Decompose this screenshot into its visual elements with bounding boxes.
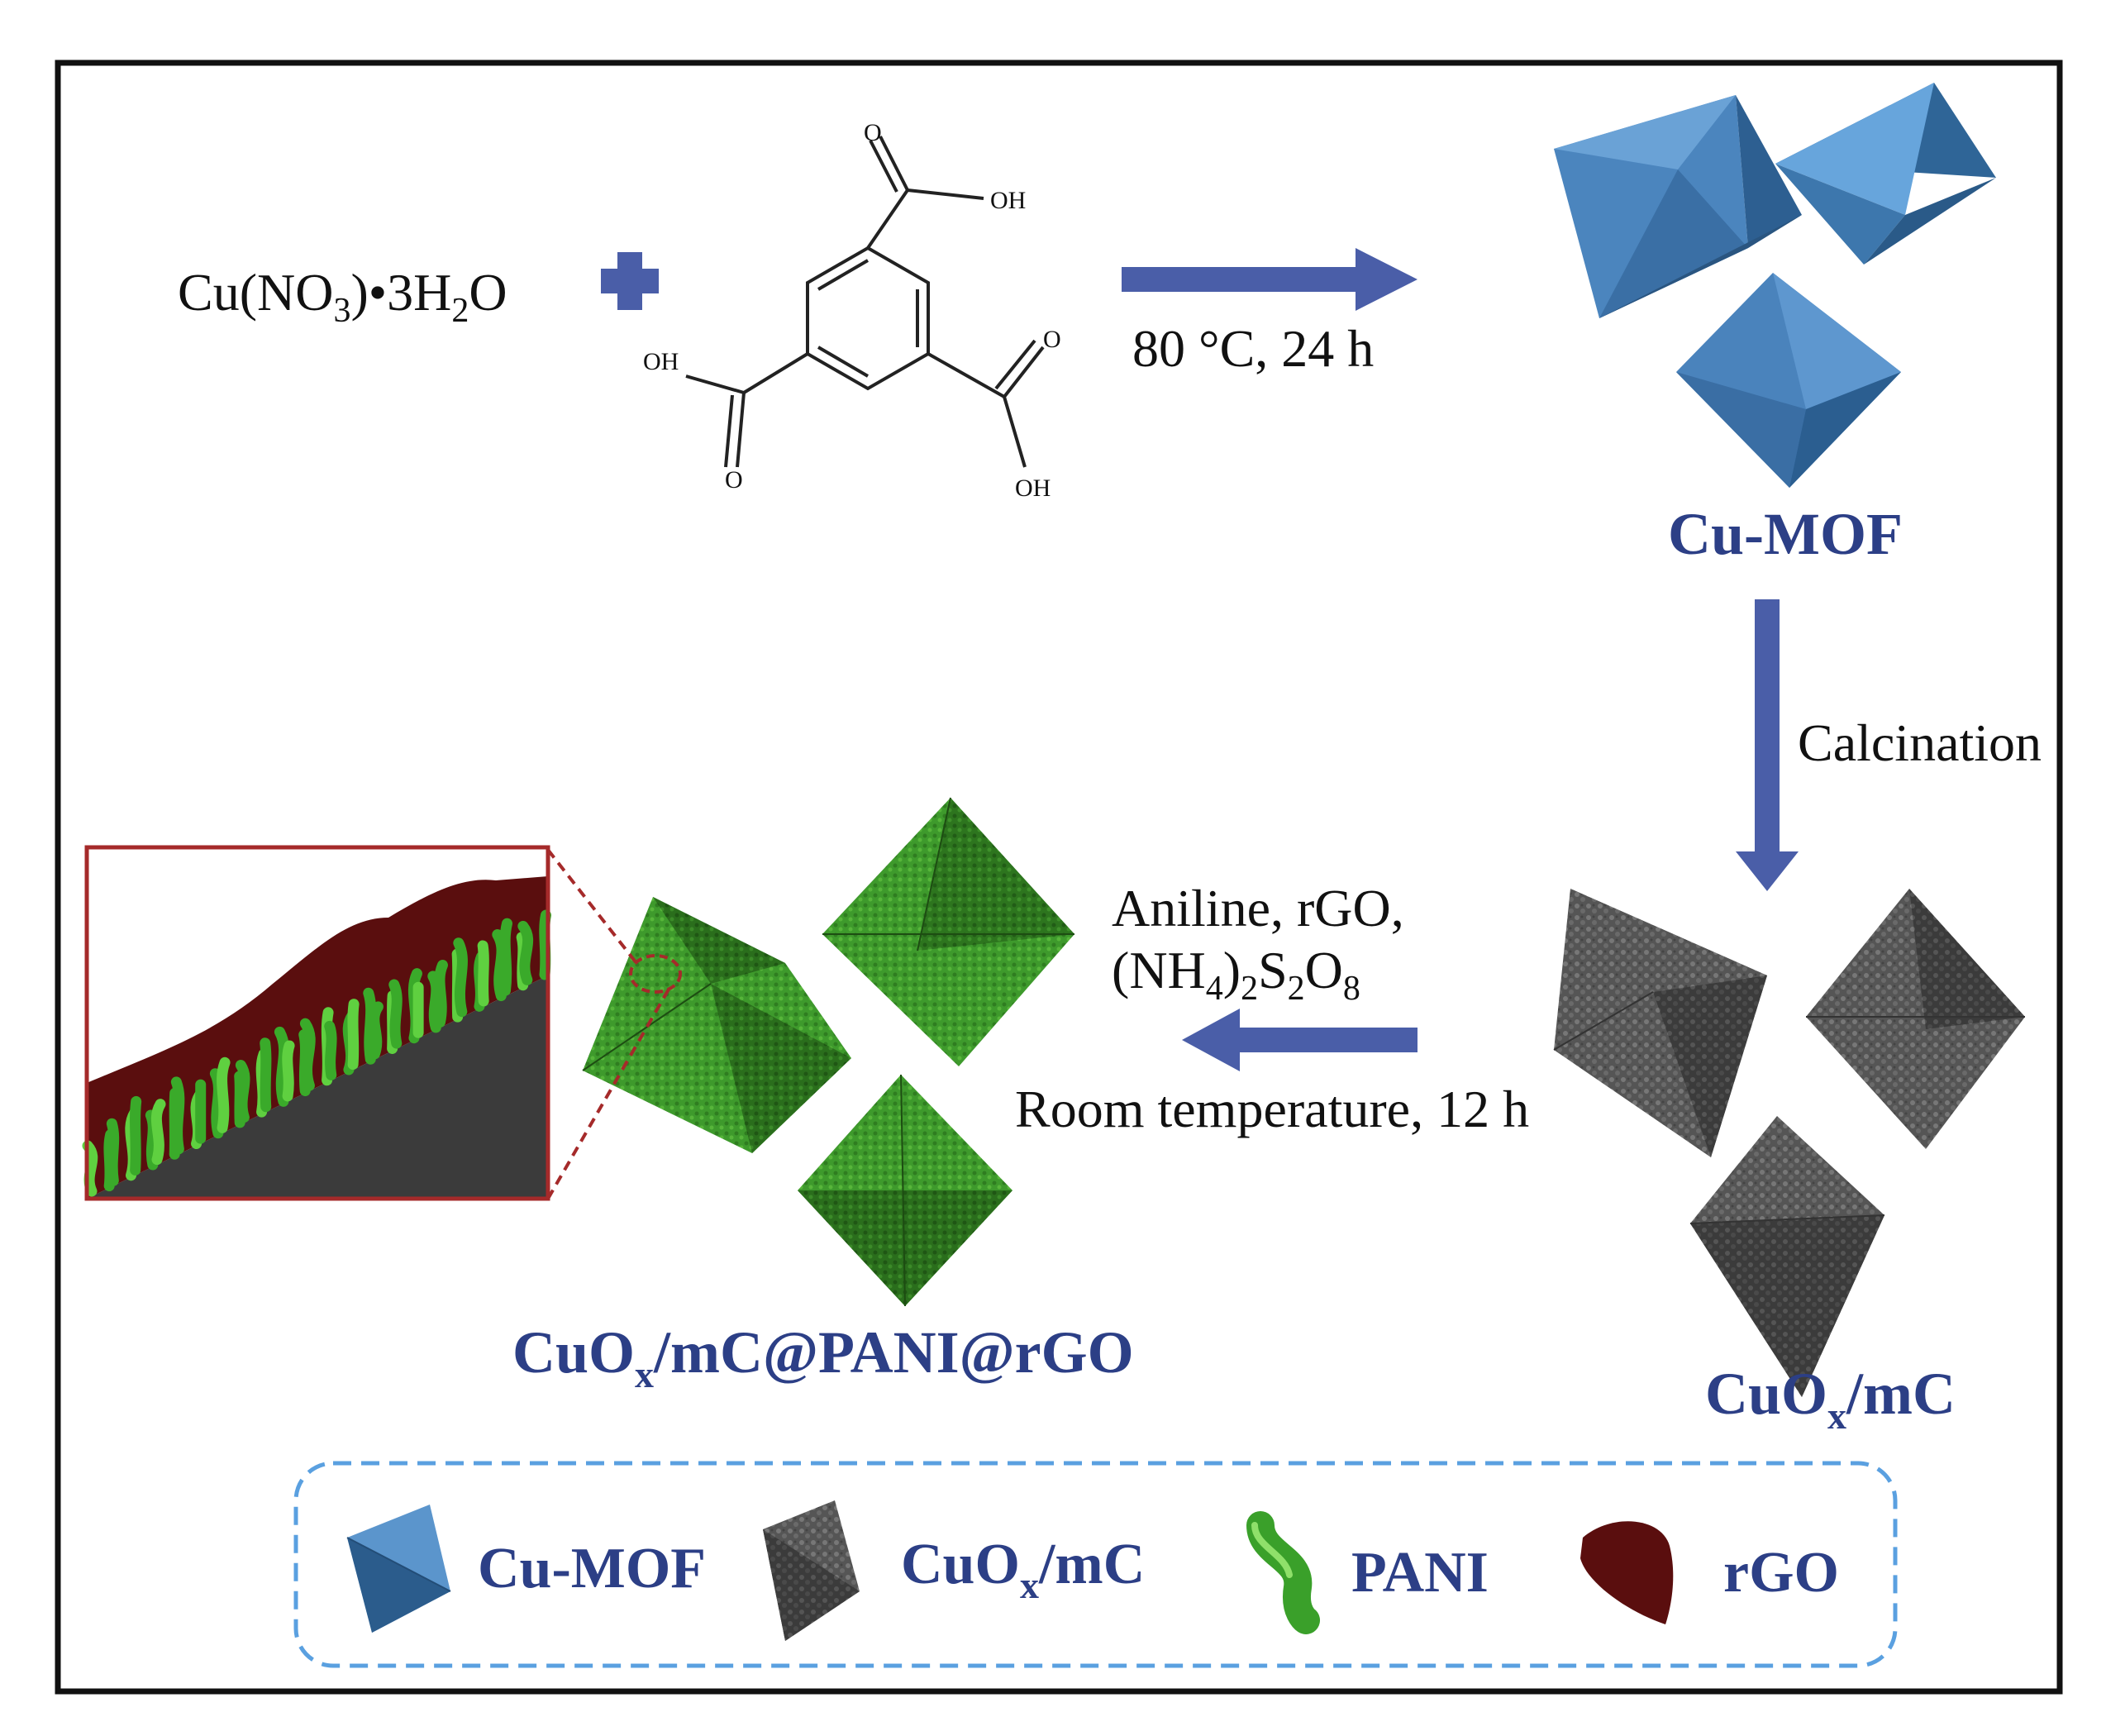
legend-label-cu-mof: Cu-MOF <box>478 1537 706 1600</box>
linker-label-o-right: O <box>1043 326 1061 353</box>
pani-nanorod <box>260 1037 272 1113</box>
pani-nanorod <box>150 1099 166 1166</box>
zoom-leader-bottom <box>546 987 671 1199</box>
linker-label-o-left: O <box>725 466 743 494</box>
step2-conditions: Calcination <box>1798 713 2042 772</box>
pani-rod-icon <box>1246 1511 1320 1634</box>
pani-nanorod <box>539 909 551 980</box>
pani-nanorod <box>477 940 489 1007</box>
legend-label-rgo: rGO <box>1723 1541 1839 1605</box>
cu-mof-crystal <box>1554 83 1996 488</box>
linker-label-o-top: O <box>864 119 882 146</box>
pani-nanorod <box>453 937 468 1018</box>
pani-nanorod <box>517 920 534 985</box>
legend-box <box>293 1461 1898 1668</box>
cu-mof-label: Cu-MOF <box>1668 501 1903 567</box>
pani-nanorod <box>170 1076 185 1155</box>
product-label: CuOx/mC@PANI@rGO <box>512 1319 1134 1395</box>
pani-nanorod <box>106 1118 120 1186</box>
copper-nitrate-formula: Cu(NO3)•3H2O <box>178 263 507 330</box>
pani-nanorod <box>388 979 403 1049</box>
arrow-step3 <box>1182 1009 1418 1071</box>
plus-icon <box>601 252 659 310</box>
pani-nanorod <box>82 1140 98 1197</box>
linker-label-oh-bottom: OH <box>1015 475 1051 502</box>
cuox-mc-crystal <box>1553 889 2025 1397</box>
cu-mof-octahedron-icon <box>346 1505 451 1633</box>
pani-nanorod <box>299 1018 316 1091</box>
linker-label-oh-left: OH <box>643 348 679 375</box>
legend-label-pani: PANI <box>1351 1541 1489 1605</box>
pani-nanorods <box>82 909 551 1197</box>
step3-oxidant: (NH4)2S2O8 <box>1112 941 1360 1008</box>
zoom-leader-top <box>546 848 638 965</box>
step3-reagents: Aniline, rGO, <box>1112 879 1404 937</box>
trimesic-acid-structure <box>685 136 1045 468</box>
linker-label-oh-top: OH <box>990 187 1026 214</box>
legend-label-cuox-mc: CuOx/mC <box>901 1533 1145 1606</box>
rgo-sheet-icon <box>1580 1521 1674 1624</box>
cuox-mc-label: CuOx/mC <box>1705 1361 1956 1437</box>
zoom-inset <box>82 847 551 1199</box>
arrow-step2 <box>1736 599 1799 891</box>
pani-nanorod <box>217 1056 231 1133</box>
step1-conditions: 80 °C, 24 h <box>1132 319 1374 378</box>
pani-nanorod <box>347 999 360 1071</box>
pani-nanorod <box>324 1020 337 1080</box>
zoom-region-marker <box>629 954 682 994</box>
zoom-inset-frame <box>84 845 550 1201</box>
product-crystal <box>582 797 1074 1307</box>
pani-nanorod <box>235 1060 250 1123</box>
step3-conditions: Room temperature, 12 h <box>1015 1080 1529 1138</box>
pani-nanorod <box>499 918 512 996</box>
pani-nanorod <box>369 1001 384 1060</box>
arrow-step1 <box>1122 248 1418 311</box>
figure-frame <box>55 60 2063 1695</box>
cuox-mc-octahedron-icon <box>763 1500 860 1641</box>
pani-nanorod <box>282 1040 295 1102</box>
pani-nanorod <box>434 960 448 1028</box>
